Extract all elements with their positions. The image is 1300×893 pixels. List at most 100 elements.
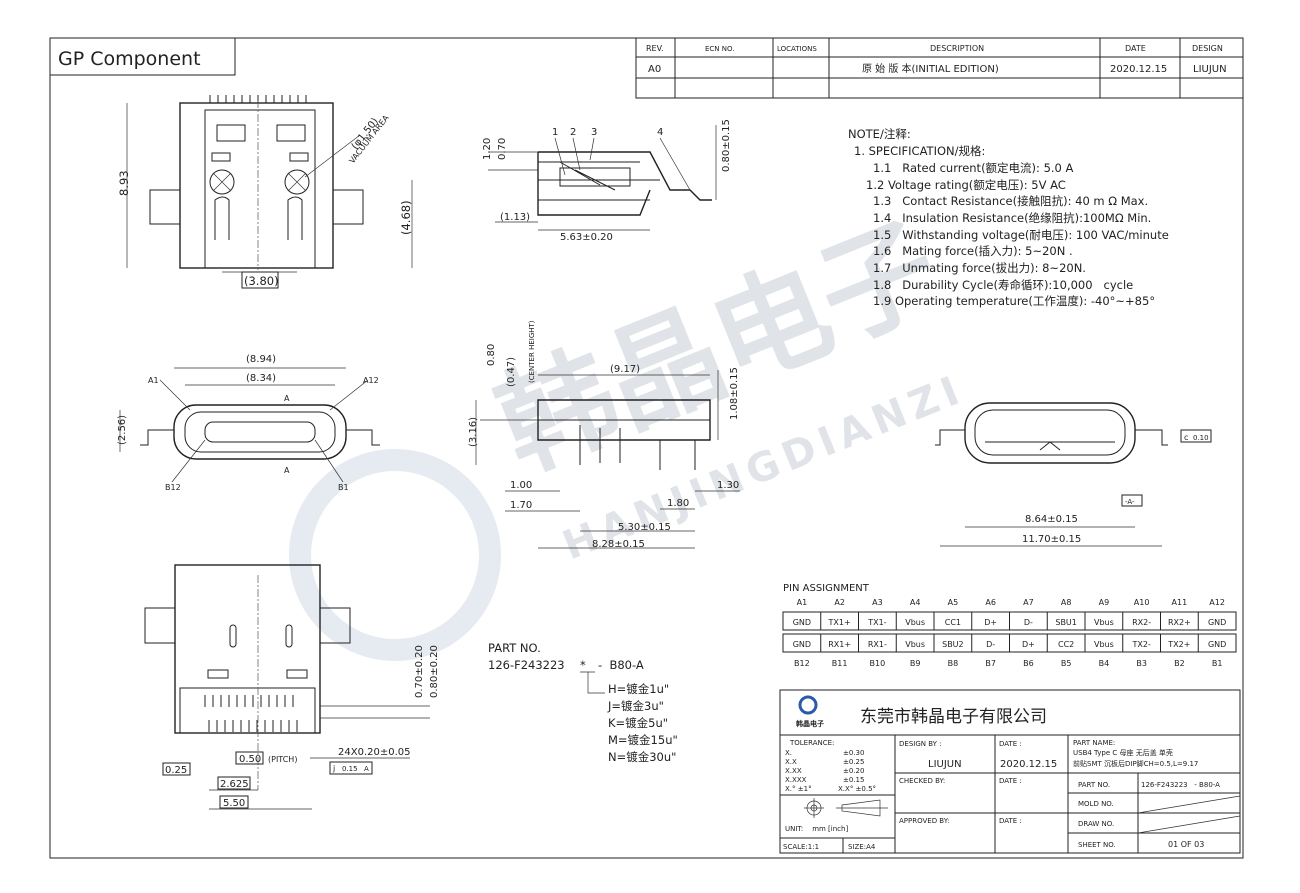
pin-signal-b: SBU2 — [942, 640, 964, 649]
pin-label-bottom: B9 — [910, 659, 921, 668]
note-item: 1.1 Rated current(额定电流): 5.0 A — [873, 161, 1074, 175]
side-view: 0.80 (0.47) (CENTER HEIGHT) (9.17) 1.08±… — [468, 320, 740, 550]
pin-label-top: A9 — [1099, 598, 1110, 607]
tolerance-datum: A — [364, 765, 369, 773]
ecn-header: ECN NO. — [705, 45, 734, 53]
pin-signal-a: GND — [793, 618, 811, 627]
dim-5-50: 5.50 — [223, 798, 245, 809]
scale-label: SCALE:1:1 — [783, 843, 819, 851]
revision-table: REV. ECN NO. LOCATIONS DESCRIPTION DATE … — [635, 37, 1244, 99]
pin-label-bottom: B3 — [1136, 659, 1147, 668]
tolerance-value: ±0.25 — [843, 758, 864, 766]
dim-height: 8.93 — [117, 170, 131, 196]
callout-2: 2 — [570, 127, 576, 138]
mold-no-label: MOLD NO. — [1078, 800, 1114, 808]
pin-label-top: A8 — [1061, 598, 1072, 607]
description-header: DESCRIPTION — [930, 44, 984, 53]
pin-signal-b: D+ — [1022, 640, 1035, 649]
tolerance-key: X.XXX — [785, 776, 807, 784]
dim-0-47: (0.47) — [506, 357, 517, 387]
description-value: 原 始 版 本(INITIAL EDITION) — [862, 62, 999, 75]
plating-option: N=镀金30u" — [608, 750, 676, 764]
datum-a: -A- — [1125, 498, 1135, 506]
pin-signal-b: TX2- — [1131, 640, 1150, 649]
callout-4: 4 — [657, 127, 663, 138]
checked-date-label: DATE : — [999, 777, 1022, 785]
dim-1-80: 1.80 — [667, 498, 689, 509]
dim-8-28: 8.28±0.15 — [592, 539, 645, 550]
tolerance-value: ±0.15 — [843, 776, 864, 784]
checked-by-label: CHECKED BY: — [899, 777, 945, 785]
pin-signal-b: GND — [793, 640, 811, 649]
approved-by-label: APPROVED BY: — [899, 817, 949, 825]
draw-no-label: DRAW NO. — [1078, 820, 1114, 828]
brand-box — [49, 37, 236, 76]
pin-label-top: A5 — [948, 598, 959, 607]
tolerance-value: 0.15 — [342, 765, 358, 773]
title-block: 韩晶电子 东莞市韩晶电子有限公司 TOLERANCE: X. ±0.30 X.X… — [779, 689, 1241, 854]
date-header: DATE — [1125, 44, 1146, 53]
part-no-value: 126-F243223 - B80-A — [1141, 781, 1220, 789]
dim-0-25: 0.25 — [165, 765, 187, 776]
note-item: 1.2 Voltage rating(额定电压): 5V AC — [866, 178, 1066, 192]
size-label: SIZE:A4 — [848, 843, 876, 851]
design-by-value: LIUJUN — [928, 759, 962, 770]
unit-label: UNIT: mm [inch] — [785, 825, 848, 833]
dim-depth: (4.68) — [399, 200, 413, 235]
pin-label-bottom: B8 — [948, 659, 959, 668]
pin-label-top: A11 — [1172, 598, 1188, 607]
part-no-suffix: - B80-A — [598, 658, 644, 672]
watermark: 韩晶电子 HANJINGDIANZI — [289, 199, 971, 661]
notes-section: 1. SPECIFICATION/规格: — [854, 144, 985, 158]
dim-1-13: (1.13) — [500, 212, 530, 223]
pin-signal-b: TX2+ — [1167, 640, 1190, 649]
dim-11-70: 11.70±0.15 — [1022, 534, 1081, 545]
pin-label-bottom: B6 — [1023, 659, 1034, 668]
dim-spacing: (3.80) — [244, 274, 279, 288]
pin-label-bottom: B11 — [832, 659, 848, 668]
part-no-title: PART NO. — [488, 641, 541, 655]
notes: NOTE/注释: 1. SPECIFICATION/规格: 1.1 Rated … — [848, 127, 1169, 308]
plating-option: M=镀金15u" — [608, 733, 678, 747]
label-b12: B12 — [165, 483, 181, 492]
part-no-placeholder: * — [580, 658, 586, 672]
pin-signal-b: GND — [1208, 640, 1226, 649]
part-number-legend: PART NO. 126-F243223 * - B80-A H=镀金1u" J… — [488, 641, 678, 764]
part-no-label: PART NO. — [1078, 781, 1110, 789]
dim-2-625: 2.625 — [220, 779, 249, 790]
tolerance-key: X.X — [785, 758, 797, 766]
bottom-view: 0.70±0.20 0.80±0.20 24X0.20±0.05 0.50 (P… — [144, 564, 440, 810]
pin-assignment: PIN ASSIGNMENT A1GNDGNDB12A2TX1+RX1+B11A… — [782, 583, 1237, 668]
plating-option: J=镀金3u" — [607, 699, 664, 713]
dim-1-08: 1.08±0.15 — [729, 367, 740, 420]
notes-title: NOTE/注释: — [848, 127, 911, 141]
pin-signal-a: Vbus — [1094, 618, 1114, 627]
flatness-symbol: c — [1184, 433, 1188, 442]
section-a-top: A — [284, 394, 290, 403]
label-pitch: (PITCH) — [268, 755, 297, 764]
pin-label-bottom: B12 — [794, 659, 810, 668]
pin-signal-a: D+ — [984, 618, 997, 627]
part-no-code: 126-F243223 — [488, 658, 565, 672]
pin-label-bottom: B1 — [1212, 659, 1223, 668]
dim-3-16: (3.16) — [468, 417, 479, 447]
note-item: 1.6 Mating force(插入力): 5~20N . — [873, 244, 1073, 258]
dim-0-80-bottom: 0.80±0.20 — [429, 645, 440, 698]
pin-label-bottom: B10 — [870, 659, 886, 668]
plating-option: K=镀金5u" — [608, 716, 668, 730]
sheet-no-value: 01 OF 03 — [1168, 840, 1204, 849]
tolerance-label: TOLERANCE: — [789, 739, 834, 747]
label-a12: A12 — [363, 376, 379, 385]
pin-label-bottom: B4 — [1099, 659, 1110, 668]
dim-5-63: 5.63±0.20 — [560, 232, 613, 243]
pin-signal-a: TX1+ — [828, 618, 851, 627]
note-item: 1.9 Operating temperature(工作温度): -40°~+8… — [873, 294, 1155, 308]
locations-header: LOCATIONS — [777, 45, 817, 53]
pin-label-top: A6 — [985, 598, 996, 607]
dim-1-70: 1.70 — [510, 500, 532, 511]
part-name-line2: 前贴SMT 沉板后DIP脚CH=0.5,L=9.17 — [1073, 759, 1198, 768]
tolerance-key: X. — [785, 749, 792, 757]
dim-0-70: 0.70 — [497, 138, 508, 160]
pin-signal-a: D- — [1024, 618, 1033, 627]
pin-signal-a: Vbus — [905, 618, 925, 627]
